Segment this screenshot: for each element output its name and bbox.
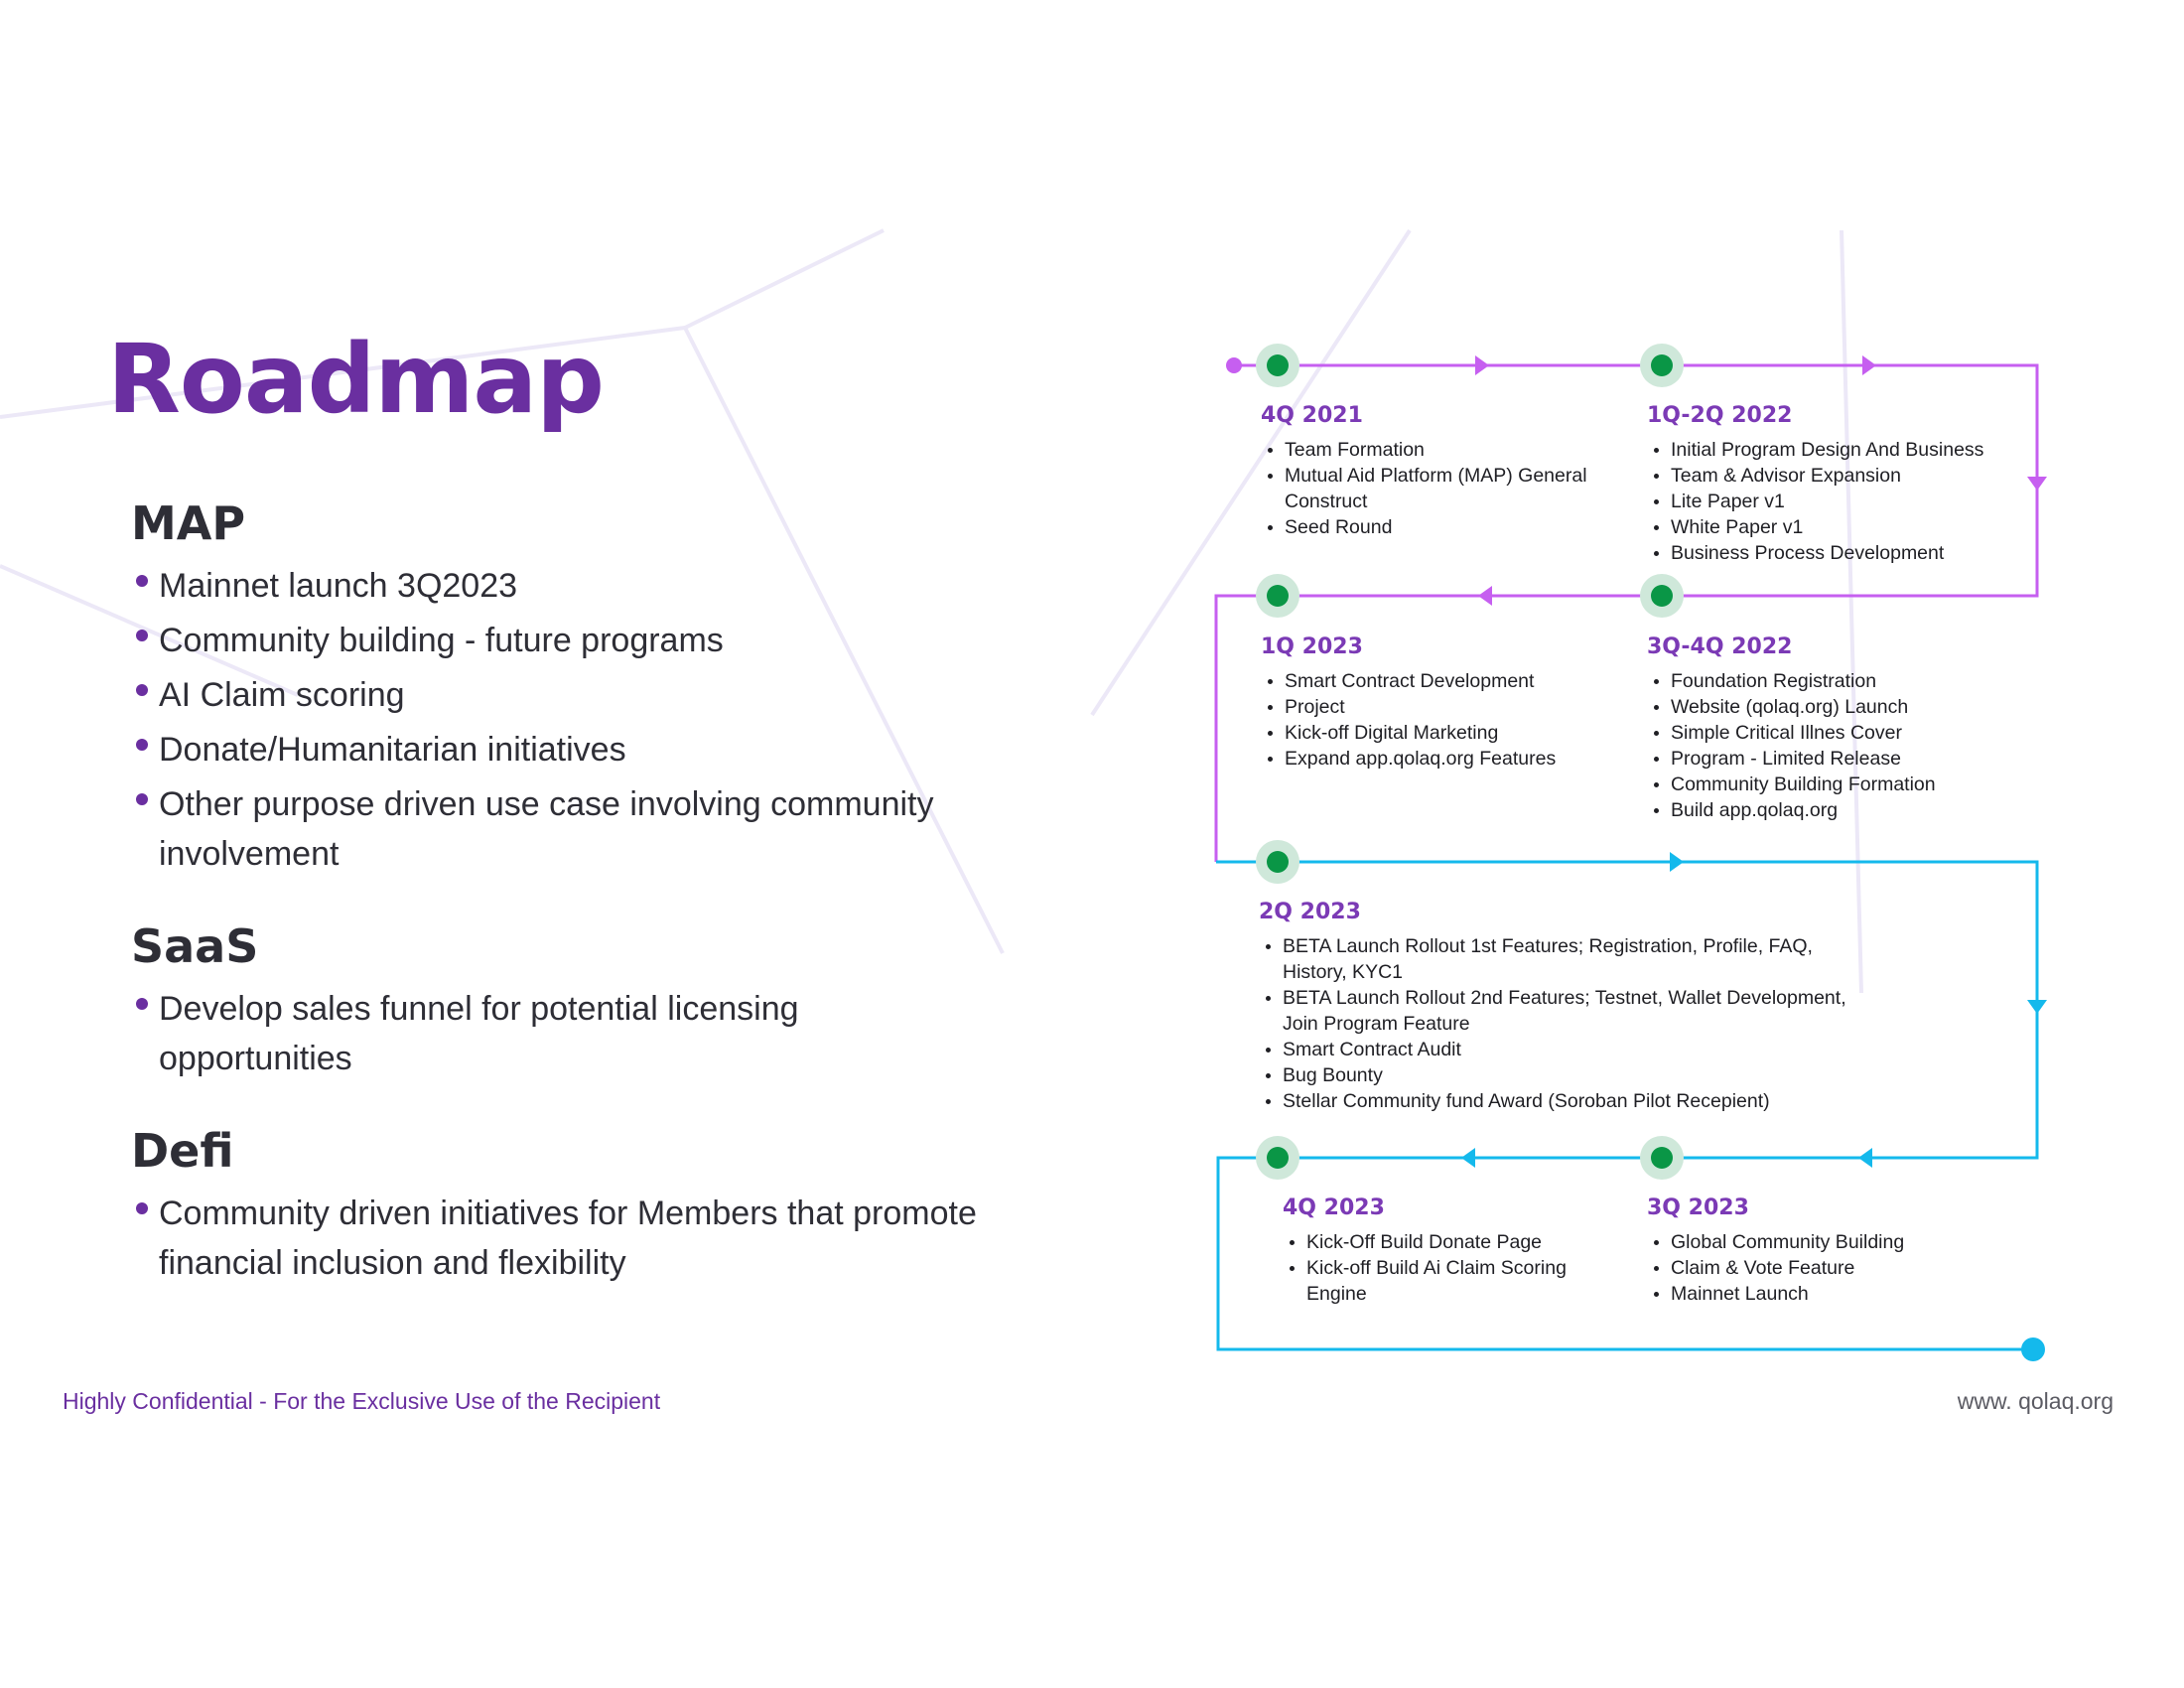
list-item: White Paper v1: [1647, 514, 2044, 540]
section-saas: SaaS Develop sales funnel for potential …: [131, 919, 846, 1088]
milestone-1q-2q-2022: 1Q-2Q 2022 Initial Program Design And Bu…: [1647, 402, 2044, 566]
arrow-left-icon: [1478, 586, 1492, 606]
list-item: Website (qolaq.org) Launch: [1647, 694, 2024, 720]
section-defi: Defi Community driven initiatives for Me…: [131, 1124, 1024, 1293]
bullet-icon: [136, 1202, 148, 1215]
list-item: Lite Paper v1: [1647, 489, 2044, 514]
timeline-path-late: [1216, 860, 2039, 1351]
list-item: Bug Bounty: [1259, 1062, 1854, 1088]
list-item: Stellar Community fund Award (Soroban Pi…: [1259, 1088, 1854, 1114]
roadmap-timeline: 4Q 2021 Team Formation Mutual Aid Platfo…: [1191, 328, 2065, 1380]
list-item: BETA Launch Rollout 2nd Features; Testne…: [1259, 985, 1854, 1037]
milestone-marker: [1256, 1136, 1299, 1180]
list-item: Business Process Development: [1647, 540, 2044, 566]
bullet-icon: [136, 630, 148, 642]
milestone-3q-2023: 3Q 2023 Global Community Building Claim …: [1647, 1195, 2004, 1307]
list-item: Seed Round: [1261, 514, 1628, 540]
list-item: Develop sales funnel for potential licen…: [131, 984, 846, 1083]
section-heading: MAP: [131, 496, 246, 550]
arrow-right-icon: [1862, 355, 1876, 375]
confidentiality-note: Highly Confidential - For the Exclusive …: [63, 1388, 661, 1414]
list-item: Smart Contract Development: [1261, 668, 1638, 694]
list-item: Kick-off Digital Marketing: [1261, 720, 1638, 746]
list-item: Other purpose driven use case involving …: [131, 779, 1005, 879]
milestone-4q-2023: 4Q 2023 Kick-Off Build Donate Page Kick-…: [1283, 1195, 1600, 1307]
milestone-marker: [1256, 344, 1299, 387]
arrow-down-icon: [2027, 477, 2047, 491]
list-item: Community Building Formation: [1647, 772, 2024, 797]
arrow-right-icon: [1670, 852, 1684, 872]
list-item: Kick-off Build Ai Claim Scoring Engine: [1283, 1255, 1600, 1307]
timeline-connectors: [1214, 344, 2047, 1361]
milestone-2q-2023: 2Q 2023 BETA Launch Rollout 1st Features…: [1259, 899, 1854, 1114]
list-item: Community building - future programs: [131, 616, 1005, 665]
milestone-marker: [1256, 574, 1299, 618]
milestone-marker: [1640, 1136, 1684, 1180]
bullet-icon: [136, 739, 148, 752]
list-item: Smart Contract Audit: [1259, 1037, 1854, 1062]
list-item: Simple Critical Illnes Cover: [1647, 720, 2024, 746]
milestone-4q-2021: 4Q 2021 Team Formation Mutual Aid Platfo…: [1261, 402, 1628, 540]
bullet-icon: [136, 793, 148, 806]
timeline-end-dot: [2021, 1337, 2045, 1361]
timeline-start-dot: [1226, 357, 1242, 373]
list-item: Global Community Building: [1647, 1229, 2004, 1255]
section-map: MAP Mainnet launch 3Q2023 Community buil…: [131, 496, 1005, 884]
website-url: www. qolaq.org: [1957, 1388, 2114, 1414]
list-item: Program - Limited Release: [1647, 746, 2024, 772]
milestone-marker: [1640, 344, 1684, 387]
list-item: Foundation Registration: [1647, 668, 2024, 694]
bullet-icon: [136, 684, 148, 697]
list-item: Community driven initiatives for Members…: [131, 1189, 1024, 1288]
milestone-marker: [1640, 574, 1684, 618]
bullet-icon: [136, 998, 148, 1011]
timeline-path-early: [1214, 363, 2039, 862]
arrow-left-icon: [1461, 1148, 1475, 1168]
list-item: Build app.qolaq.org: [1647, 797, 2024, 823]
list-item: Kick-Off Build Donate Page: [1283, 1229, 1600, 1255]
list-item: Mainnet Launch: [1647, 1281, 2004, 1307]
list-item: Claim & Vote Feature: [1647, 1255, 2004, 1281]
list-item: AI Claim scoring: [131, 670, 1005, 720]
list-item: Team Formation: [1261, 437, 1628, 463]
bullet-list: Community driven initiatives for Members…: [131, 1189, 1024, 1288]
arrow-down-icon: [2027, 1000, 2047, 1014]
bullet-icon: [136, 575, 148, 588]
list-item: Initial Program Design And Business: [1647, 437, 2044, 463]
list-item: Team & Advisor Expansion: [1647, 463, 2044, 489]
arrow-left-icon: [1858, 1148, 1872, 1168]
bullet-list: Mainnet launch 3Q2023 Community building…: [131, 561, 1005, 879]
list-item: Mainnet launch 3Q2023: [131, 561, 1005, 611]
list-item: BETA Launch Rollout 1st Features; Regist…: [1259, 933, 1854, 985]
milestone-marker: [1256, 840, 1299, 884]
list-item: Donate/Humanitarian initiatives: [131, 725, 1005, 774]
list-item: Expand app.qolaq.org Features: [1261, 746, 1638, 772]
section-heading: SaaS: [131, 919, 259, 973]
list-item: Mutual Aid Platform (MAP) General Constr…: [1261, 463, 1628, 514]
list-item: Project: [1261, 694, 1638, 720]
milestone-1q-2023: 1Q 2023 Smart Contract Development Proje…: [1261, 633, 1638, 772]
arrow-right-icon: [1475, 355, 1489, 375]
section-heading: Defi: [131, 1124, 234, 1178]
milestone-3q-4q-2022: 3Q-4Q 2022 Foundation Registration Websi…: [1647, 633, 2024, 823]
bullet-list: Develop sales funnel for potential licen…: [131, 984, 846, 1083]
page-title: Roadmap: [107, 324, 605, 435]
